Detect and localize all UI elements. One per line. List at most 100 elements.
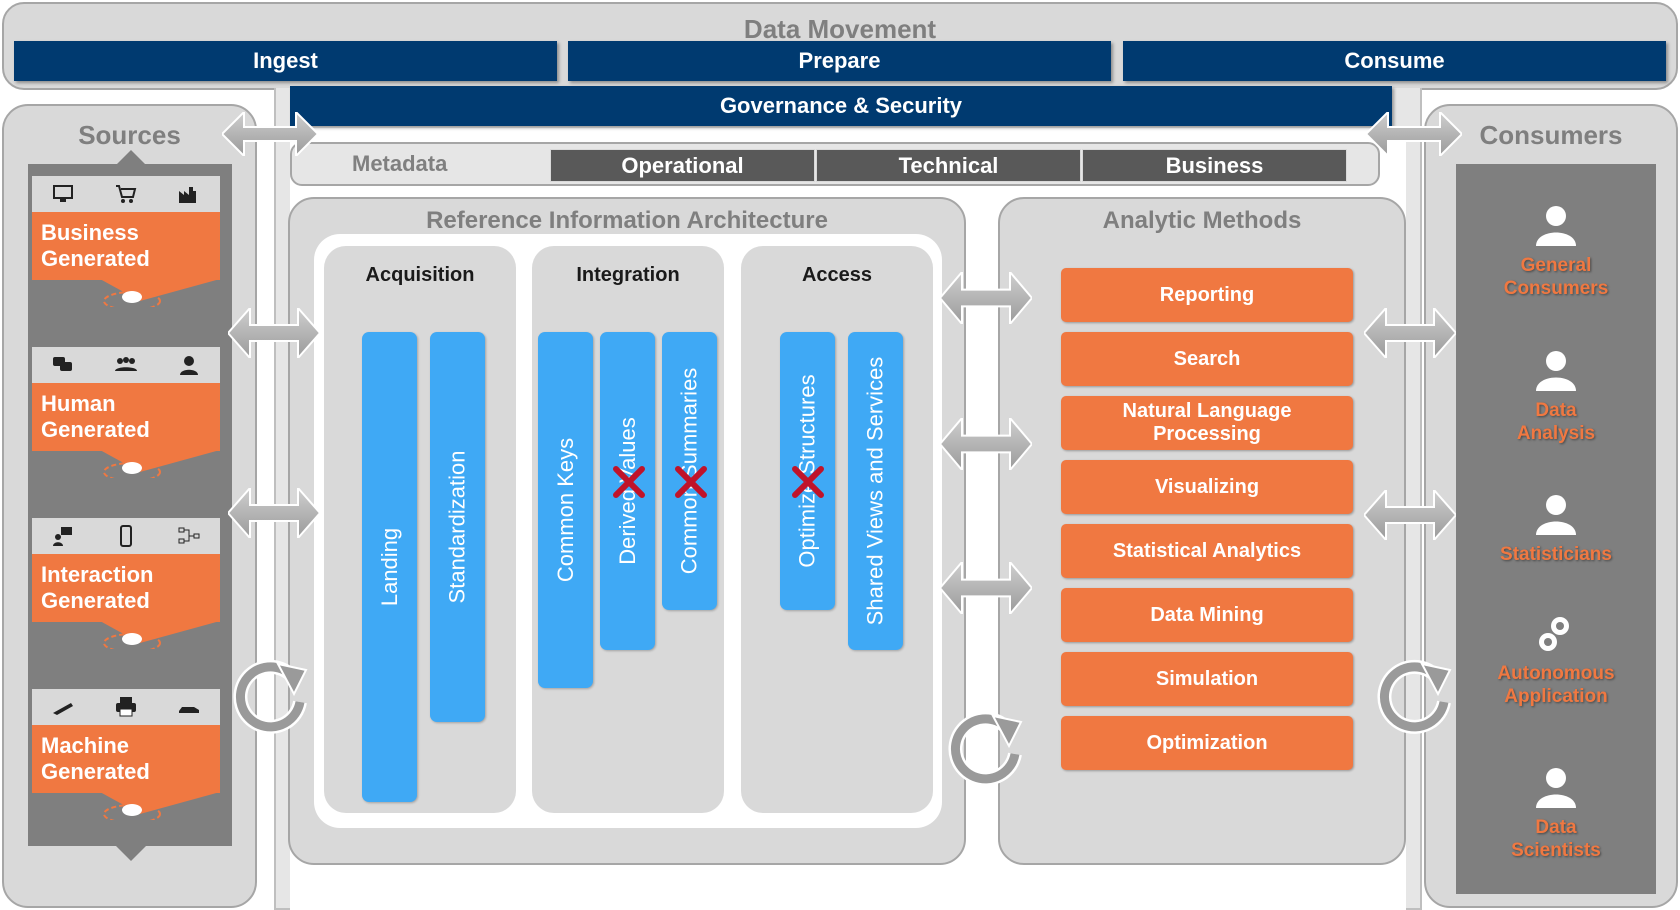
bar-label: Standardization xyxy=(444,450,470,604)
chat-bubbles-icon xyxy=(53,357,73,371)
bar-landing: Landing xyxy=(362,332,417,802)
refresh-cycle-icon xyxy=(233,659,308,734)
source-icon-strip xyxy=(32,176,220,212)
bar-label: Shared Views and Services xyxy=(862,356,888,626)
printer-icon xyxy=(115,697,136,717)
person-icon xyxy=(1536,351,1576,391)
consumer-label: Autonomous Application xyxy=(1456,662,1656,708)
ria-column-acquisition: Acquisition xyxy=(324,246,516,813)
source-pointer xyxy=(100,792,220,820)
source-label-card: Interaction Generated xyxy=(32,554,220,622)
method-label-line: Simulation xyxy=(1155,667,1259,690)
person-icon xyxy=(1536,495,1576,535)
method-item: Search xyxy=(1061,332,1353,386)
consumer-label-line1: Data xyxy=(1535,817,1577,838)
metadata-label: Metadata xyxy=(352,151,448,176)
source-label-line1: Human xyxy=(41,391,116,416)
bar-common-summaries: Common Summaries xyxy=(662,332,717,610)
user-board-icon xyxy=(53,527,73,546)
consumer-label-line1: Autonomous xyxy=(1497,663,1615,684)
refresh-cycle-icon xyxy=(1377,659,1452,734)
consumer-label-line1: Statisticians xyxy=(1500,544,1612,565)
double-arrow-icon xyxy=(1364,490,1456,540)
consumer-label: Statisticians xyxy=(1456,543,1656,566)
ria-title: Reference Information Architecture xyxy=(426,207,828,234)
sources-column-top-notch xyxy=(115,150,147,166)
source-label-line1: Interaction xyxy=(41,562,154,587)
bar-common-keys: Common Keys xyxy=(538,332,593,688)
consumer-label-line2: Scientists xyxy=(1511,840,1601,861)
consumer-label: Data Analysis xyxy=(1456,399,1656,445)
source-label-line2: Generated xyxy=(41,417,150,442)
source-label-card: Human Generated xyxy=(32,383,220,451)
method-item: Optimization xyxy=(1061,716,1353,770)
consumer-label-line2: Application xyxy=(1504,686,1608,707)
shopping-cart-icon xyxy=(115,185,137,203)
bar-label: Landing xyxy=(376,527,402,607)
consumer-label-line1: General xyxy=(1520,255,1592,276)
person-icon xyxy=(1536,768,1576,808)
bar-shared-views: Shared Views and Services xyxy=(848,332,903,650)
monitor-icon xyxy=(53,185,74,202)
source-label-line1: Business xyxy=(41,220,139,245)
double-arrow-icon xyxy=(940,562,1032,614)
scanner-icon xyxy=(53,703,74,715)
bar-label: Common Keys xyxy=(552,437,578,583)
source-icon-strip xyxy=(32,689,220,725)
source-label-line1: Machine xyxy=(41,733,130,758)
metadata-tab-business: Business xyxy=(1082,149,1347,182)
source-icon-strip xyxy=(32,518,220,554)
method-item: Reporting xyxy=(1061,268,1353,322)
bar-derived-values: Derived Values xyxy=(600,332,655,650)
ria-column-title: Integration xyxy=(576,264,680,286)
analytic-title: Analytic Methods xyxy=(1102,207,1302,234)
governance-bar: Governance & Security xyxy=(290,86,1392,126)
group-icon xyxy=(114,357,137,371)
consumer-label-line2: Analysis xyxy=(1516,423,1596,444)
method-label-line: Processing xyxy=(1153,423,1261,445)
method-item: Visualizing xyxy=(1061,460,1353,514)
person-icon xyxy=(1536,206,1576,246)
consumers-title: Consumers xyxy=(1479,120,1623,150)
ria-column-access: Access xyxy=(741,246,933,813)
source-pointer xyxy=(100,279,220,307)
source-label-line2: Generated xyxy=(41,759,150,784)
metadata-tab-technical: Technical xyxy=(816,149,1081,182)
source-icon-strip xyxy=(32,347,220,383)
double-arrow-icon xyxy=(228,308,320,358)
method-item: Simulation xyxy=(1061,652,1353,706)
source-pointer xyxy=(100,450,220,478)
metadata-tab-operational: Operational xyxy=(550,149,815,182)
method-label-line: Reporting xyxy=(1159,283,1255,306)
consumer-label: Data Scientists xyxy=(1456,816,1656,862)
source-pointer xyxy=(100,621,220,649)
ria-column-title: Access xyxy=(801,264,873,286)
double-arrow-icon xyxy=(222,112,318,156)
data-movement-title: Data Movement xyxy=(743,14,937,44)
red-x-icon xyxy=(792,466,824,498)
source-label-line2: Generated xyxy=(41,246,150,271)
method-item: Statistical Analytics xyxy=(1061,524,1353,578)
sources-column-bottom-notch xyxy=(115,845,147,861)
method-label-line: Data Mining xyxy=(1150,603,1264,626)
method-item: Data Mining xyxy=(1061,588,1353,642)
consumer-label-line1: Data xyxy=(1535,400,1577,421)
sources-title: Sources xyxy=(78,120,181,150)
stage-consume: Consume xyxy=(1123,41,1666,81)
bar-optimize-structures: Optimize Structures xyxy=(780,332,835,610)
gears-icon xyxy=(1539,617,1569,651)
stage-ingest: Ingest xyxy=(14,41,557,81)
method-label-line: Statistical Analytics xyxy=(1112,539,1302,562)
ria-column-title: Acquisition xyxy=(365,264,475,286)
car-icon xyxy=(178,707,199,713)
red-x-icon xyxy=(675,466,707,498)
person-icon xyxy=(179,356,198,375)
bar-standardization: Standardization xyxy=(430,332,485,722)
source-label-line2: Generated xyxy=(41,588,150,613)
double-arrow-icon xyxy=(228,488,320,538)
source-label-card: Business Generated xyxy=(32,212,220,280)
method-label-line: Optimization xyxy=(1146,731,1268,754)
double-arrow-icon xyxy=(1366,112,1462,156)
method-label-line: Search xyxy=(1173,347,1241,370)
